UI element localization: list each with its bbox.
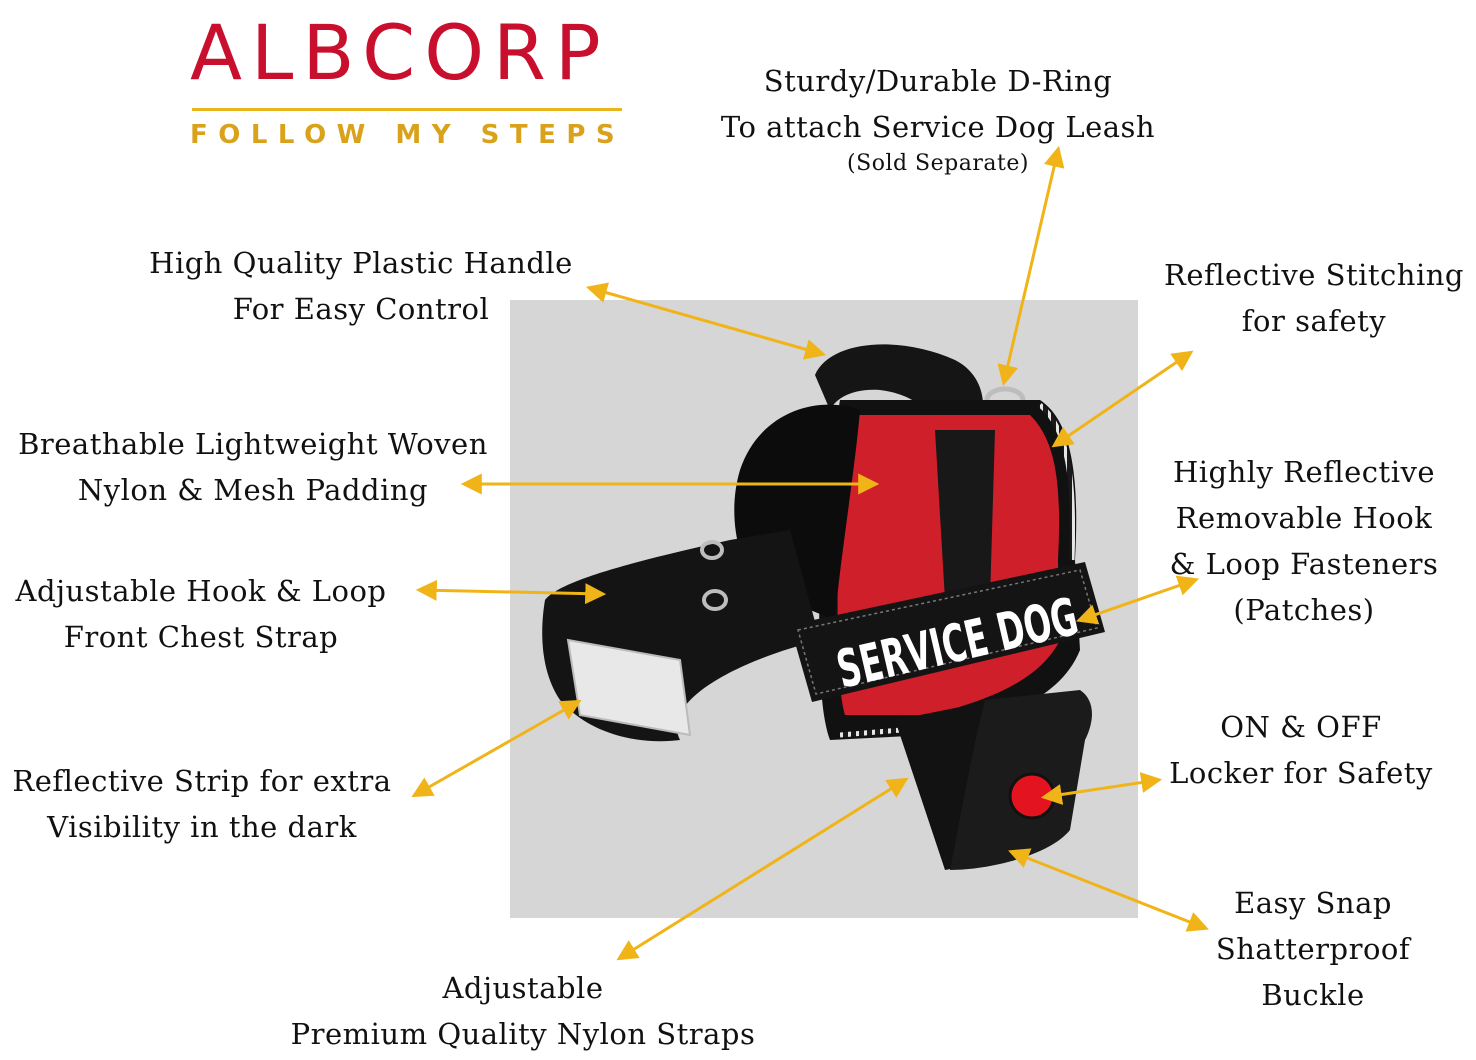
callout-patches: Highly Reflective Removable Hook & Loop … [1155,449,1453,633]
callout-handle: High Quality Plastic Handle For Easy Con… [130,240,592,332]
callout-arrows [411,145,1209,961]
brand-logo-wordmark: ALBCORP [190,8,610,97]
callout-line: Breathable Lightweight Woven [18,427,488,461]
callout-line: Visibility in the dark [47,810,357,844]
callout-line: Locker for Safety [1169,756,1433,790]
reflective-strip [566,638,692,737]
callout-line: Shatterproof [1215,932,1411,966]
callout-line: Highly Reflective [1172,455,1436,489]
callout-line: High Quality Plastic Handle [149,246,573,280]
callout-d-ring: Sturdy/Durable D-Ring To attach Service … [700,58,1176,178]
callout-line: For Easy Control [232,292,490,326]
callout-line: Nylon & Mesh Padding [77,473,429,507]
callout-line: Easy Snap [1234,886,1392,920]
nylon-strap [935,430,995,600]
callout-line: Front Chest Strap [63,620,339,654]
callout-locker: ON & OFF Locker for Safety [1160,704,1442,796]
callout-line: ON & OFF [1220,710,1382,744]
callout-stitching: Reflective Stitching for safety [1155,252,1473,344]
callout-line: & Loop Fasteners [1169,547,1439,581]
callout-straps: Adjustable Premium Quality Nylon Straps [268,965,778,1057]
callout-line: Reflective Strip for extra [12,764,392,798]
callout-line: (Patches) [1233,593,1375,627]
callout-note: (Sold Separate) [847,151,1029,176]
callout-line: Adjustable Hook & Loop [15,574,387,608]
callout-reflective-strip: Reflective Strip for extra Visibility in… [0,758,404,850]
callout-line: Adjustable [442,971,604,1005]
callout-chest-strap: Adjustable Hook & Loop Front Chest Strap [0,568,402,660]
callout-line: Buckle [1261,978,1365,1012]
callout-line: To attach Service Dog Leash [720,110,1156,144]
callout-padding: Breathable Lightweight Woven Nylon & Mes… [2,421,504,513]
callout-line: Premium Quality Nylon Straps [290,1017,756,1051]
logo-divider [192,108,622,111]
callout-line: for safety [1241,304,1387,338]
callout-line: Sturdy/Durable D-Ring [763,64,1113,98]
callout-line: Removable Hook [1175,501,1433,535]
callout-line: Reflective Stitching [1164,258,1464,292]
callout-buckle: Easy Snap Shatterproof Buckle [1200,880,1426,1018]
brand-tagline: FOLLOW MY STEPS [190,120,626,150]
